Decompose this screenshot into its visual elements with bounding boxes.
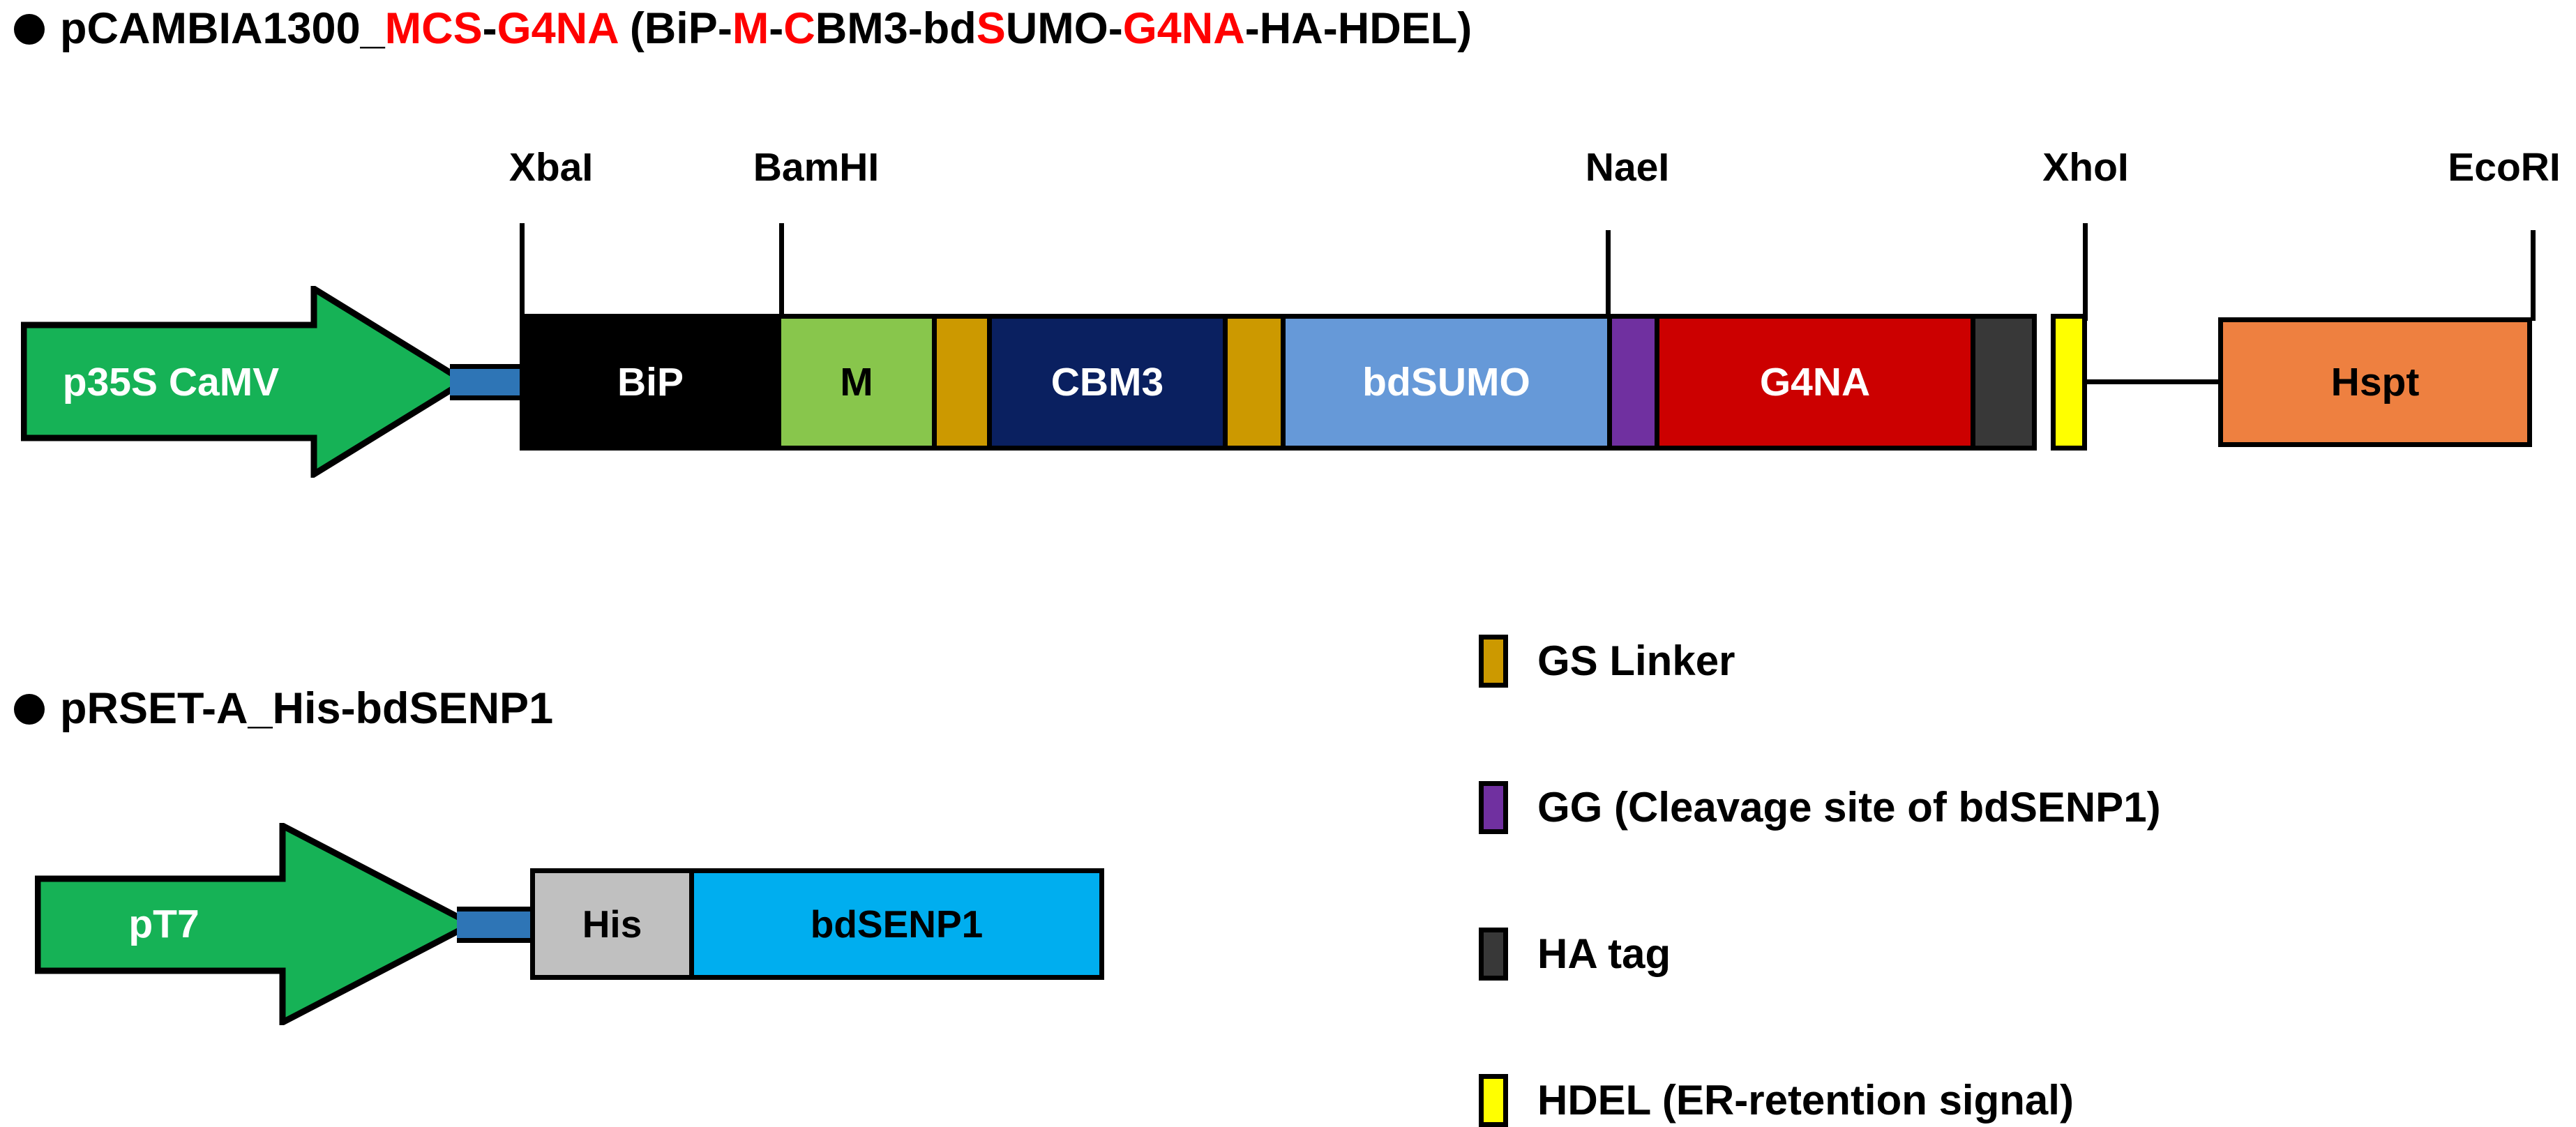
- promoter-gene-connector-2: [457, 907, 537, 943]
- segment-hdel: [2051, 314, 2087, 451]
- promoter-p35s-camv: p35S CaMV: [20, 282, 471, 481]
- promoter-arrow-shape: [34, 820, 479, 1028]
- promoter-gene-connector: [450, 364, 523, 400]
- restriction-label-naei: NaeI: [1585, 145, 1670, 190]
- title-part-highlight: S: [976, 4, 1006, 53]
- segment-his: His: [530, 868, 694, 980]
- segment-g4na: G4NA: [1655, 314, 1975, 451]
- segment-gs-linker-2: [1223, 314, 1286, 451]
- title-part: -: [769, 4, 784, 53]
- legend-swatch-gs-linker: [1479, 635, 1508, 688]
- segment-gs-linker-1: [932, 314, 992, 451]
- promoter-label: pT7: [128, 902, 199, 946]
- legend-label: GG (Cleavage site of bdSENP1): [1537, 784, 2161, 831]
- segment-gg-cleavage-site: [1607, 314, 1659, 451]
- restriction-label-xhoi: XhoI: [2042, 145, 2129, 190]
- segment-cbm3: CBM3: [987, 314, 1228, 451]
- legend-label: GS Linker: [1537, 637, 1735, 684]
- legend-label: HA tag: [1537, 930, 1671, 977]
- segment-label: bdSENP1: [810, 902, 984, 946]
- terminator-link-line: [2084, 379, 2224, 384]
- legend-item-ha-tag: HA tag: [1479, 928, 1671, 981]
- restriction-tick-naei: [1606, 230, 1611, 314]
- construct1-title: pCAMBIA1300_MCS-G4NA (BiP-M-CBM3-bdSUMO-…: [14, 7, 1472, 51]
- legend-label: HDEL (ER-retention signal): [1537, 1077, 2074, 1124]
- legend-swatch-ha-tag: [1479, 928, 1508, 981]
- restriction-tick-xbai: [520, 223, 525, 314]
- legend-swatch-hdel: [1479, 1074, 1508, 1127]
- title-part: -HA-HDEL): [1244, 4, 1472, 53]
- construct2-title: pRSET-A_His-bdSENP1: [14, 687, 553, 731]
- legend-item-gg-cleavage-site: GG (Cleavage site of bdSENP1): [1479, 781, 2161, 834]
- promoter-pt7: pT7: [34, 820, 479, 1028]
- restriction-label-bamhi: BamHI: [753, 145, 880, 190]
- segment-m: M: [776, 314, 937, 451]
- segment-label: BiP: [617, 360, 684, 404]
- segment-label: CBM3: [1050, 360, 1164, 404]
- title-part: BM3-bd: [815, 4, 977, 53]
- legend-item-hdel: HDEL (ER-retention signal): [1479, 1074, 2074, 1127]
- title-part-highlight: G4NA: [497, 4, 618, 53]
- restriction-tick-xhoi: [2083, 223, 2088, 321]
- promoter-arrow-shape: [20, 282, 471, 481]
- construct1-title-text: pCAMBIA1300_MCS-G4NA (BiP-M-CBM3-bdSUMO-…: [60, 7, 1472, 51]
- segment-label: bdSUMO: [1362, 360, 1530, 404]
- restriction-label-ecori: EcoRI: [2448, 145, 2561, 190]
- title-part: pCAMBIA1300_: [60, 4, 385, 53]
- title-part-highlight: C: [783, 4, 815, 53]
- segment-bdsenp1: bdSENP1: [689, 868, 1104, 980]
- title-part-highlight: MCS: [384, 4, 483, 53]
- title-part: -: [482, 4, 497, 53]
- construct2-title-text: pRSET-A_His-bdSENP1: [60, 684, 554, 733]
- bullet-icon: [14, 693, 45, 725]
- restriction-tick-ecori: [2531, 230, 2536, 321]
- segment-label: His: [582, 902, 642, 946]
- title-part: (BiP-: [617, 4, 732, 53]
- restriction-tick-bamhi: [779, 223, 784, 314]
- promoter-label: p35S CaMV: [62, 359, 280, 404]
- segment-label: G4NA: [1759, 360, 1871, 404]
- title-part-highlight: G4NA: [1122, 4, 1245, 53]
- segment-bdsumo: bdSUMO: [1281, 314, 1612, 451]
- bullet-icon: [14, 13, 45, 45]
- legend-swatch-gg: [1479, 781, 1508, 834]
- terminator-hspt: Hspt: [2218, 317, 2532, 447]
- segment-label: M: [840, 360, 873, 404]
- segment-ha-tag: [1971, 314, 2037, 451]
- terminator-label: Hspt: [2330, 360, 2420, 404]
- restriction-label-xbai: XbaI: [509, 145, 594, 190]
- legend-item-gs-linker: GS Linker: [1479, 635, 1735, 688]
- title-part: UMO-: [1005, 4, 1123, 53]
- title-part-highlight: M: [732, 4, 769, 53]
- segment-bip: BiP: [520, 314, 781, 451]
